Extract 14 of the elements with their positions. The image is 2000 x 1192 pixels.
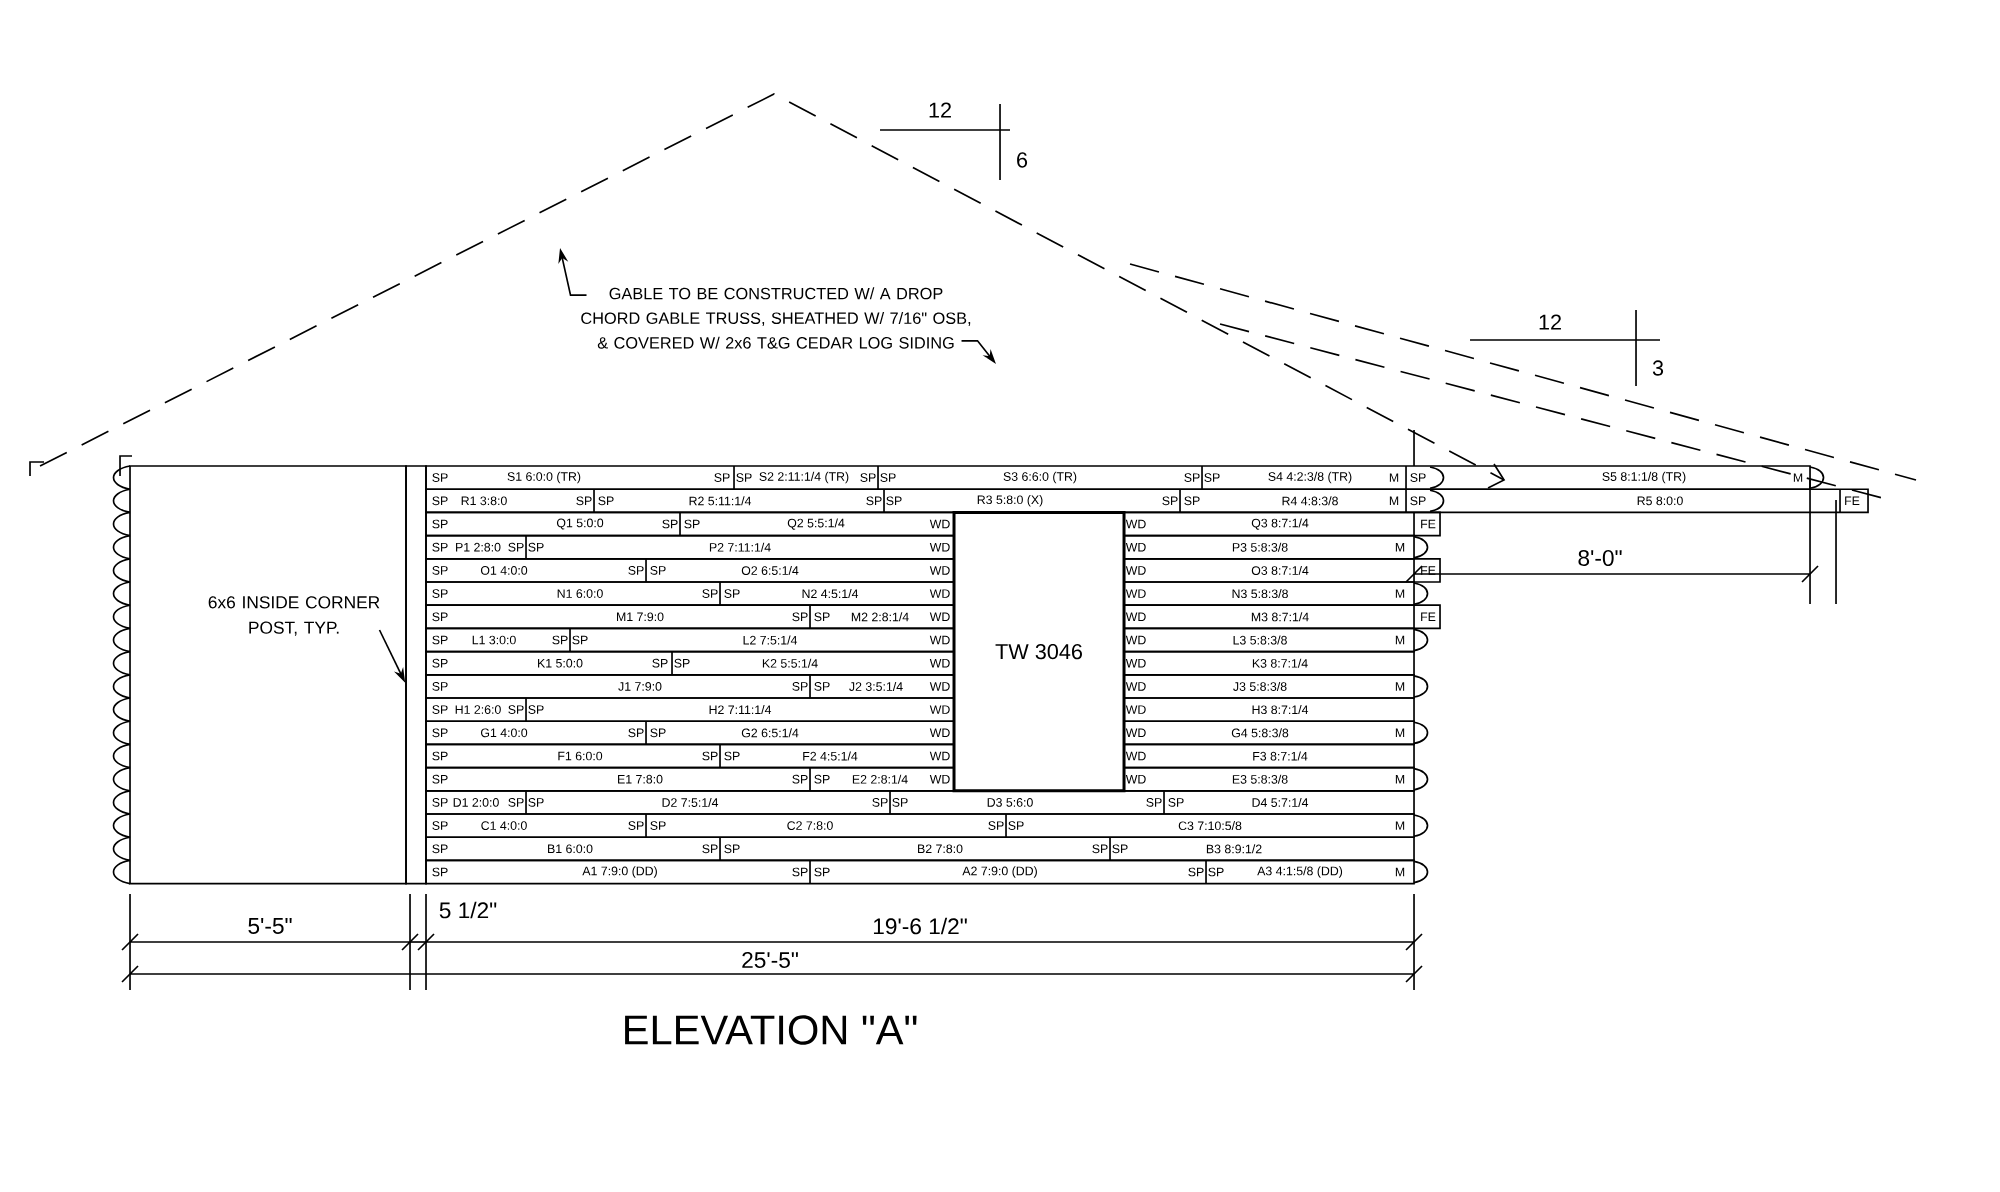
- dimension-label: 19'-6 1/2": [873, 917, 967, 935]
- dimension-label: 5'-5": [248, 918, 292, 934]
- note-text: 6x6 INSIDE CORNER POST, TYP.: [208, 596, 380, 636]
- title: ELEVATION "A": [625, 1015, 917, 1045]
- dimension-label: 25'-5": [742, 952, 798, 969]
- window-box: TW 3046: [952, 510, 1126, 793]
- dimension-label: 8'-0": [1578, 549, 1622, 566]
- dimension-label: 5 1/2": [439, 901, 497, 919]
- slope-label: 6: [1017, 152, 1028, 168]
- slope-label: 3: [1652, 360, 1664, 376]
- slope-label: 12: [929, 102, 951, 118]
- note-text: GABLE TO BE CONSTRUCTED W/ A DROP CHORD GABLE TRUSS, SHEATHED W/ 7/16" OSB, & COVERED W/ 2x6 T&G CEDAR LOG SIDING: [581, 287, 971, 349]
- slope-label: 12: [1539, 314, 1561, 330]
- corner-post: [405, 465, 427, 885]
